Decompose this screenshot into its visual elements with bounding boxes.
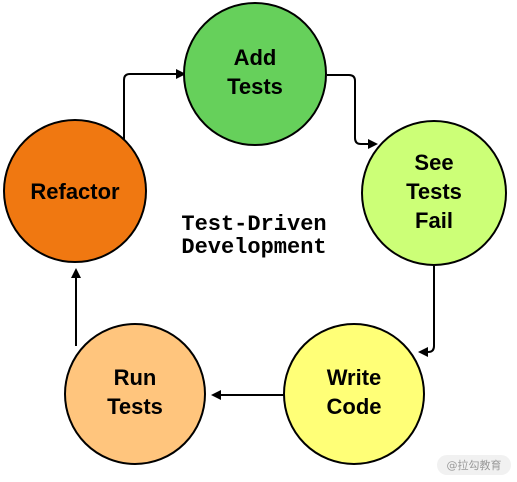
node-see-tests-fail-label-1: See bbox=[414, 150, 453, 175]
watermark-badge bbox=[437, 455, 511, 475]
node-see-tests-fail-circle bbox=[361, 120, 507, 266]
edge-see-to-write bbox=[418, 266, 435, 357]
node-add-tests: Add Tests bbox=[183, 2, 327, 146]
center-title-line-1: Test-Driven bbox=[181, 212, 326, 237]
center-title-line-2: Development bbox=[181, 235, 326, 260]
node-refactor: Refactor bbox=[3, 119, 147, 263]
node-add-tests-label-2: Tests bbox=[227, 74, 283, 99]
node-refactor-label-1: Refactor bbox=[30, 179, 120, 204]
node-run-tests-label-1: Run bbox=[114, 365, 157, 390]
node-see-tests-fail-label-2: Tests bbox=[406, 179, 462, 204]
node-add-tests-label-1: Add bbox=[234, 45, 277, 70]
node-run-tests-circle bbox=[64, 323, 206, 465]
node-run-tests-label-2: Tests bbox=[107, 394, 163, 419]
node-add-tests-circle bbox=[183, 2, 327, 146]
node-see-tests-fail: See Tests Fail bbox=[361, 120, 507, 266]
node-refactor-circle bbox=[3, 119, 147, 263]
watermark: @拉勾教育 bbox=[437, 455, 511, 475]
edge-refactor-to-add bbox=[123, 69, 186, 142]
node-write-code-label-1: Write bbox=[327, 365, 382, 390]
watermark-text: @拉勾教育 bbox=[447, 458, 502, 472]
node-write-code-label-2: Code bbox=[327, 394, 382, 419]
node-see-tests-fail-label-3: Fail bbox=[415, 208, 453, 233]
node-write-code-circle bbox=[283, 323, 425, 465]
edge-add-to-see bbox=[327, 74, 378, 149]
node-write-code: Write Code bbox=[283, 323, 425, 465]
node-run-tests: Run Tests bbox=[64, 323, 206, 465]
